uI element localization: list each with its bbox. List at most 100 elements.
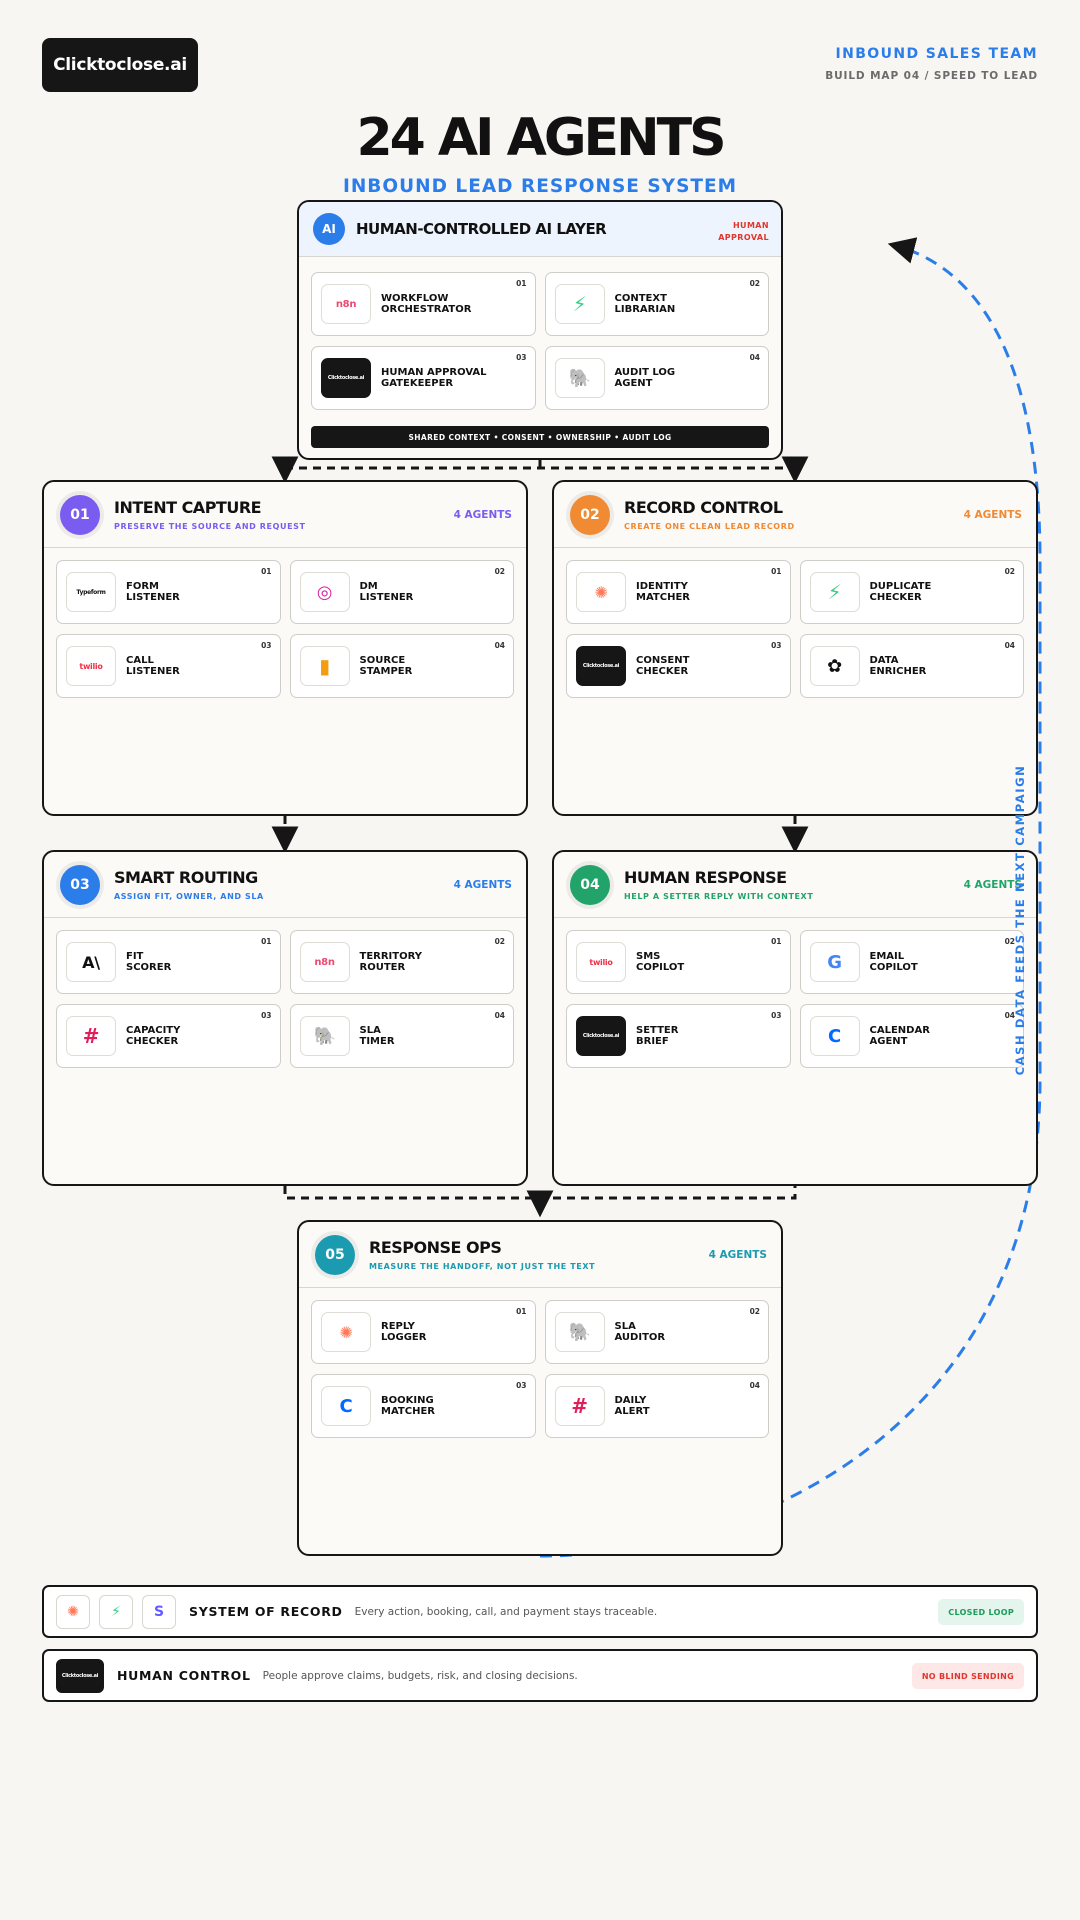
agent-card: 🐘 SLA AUDITOR 02 <box>544 1300 769 1364</box>
stage-subtitle: HELP A SETTER REPLY WITH CONTEXT <box>624 892 814 901</box>
stage-agent-count: 4 AGENTS <box>708 1249 767 1261</box>
system-of-record-label: SYSTEM OF RECORD <box>189 1604 343 1619</box>
agent-number: 04 <box>494 641 505 650</box>
agent-number: 03 <box>771 1011 782 1020</box>
agent-name: CAPACITY CHECKER <box>126 1025 181 1047</box>
agent-number: 01 <box>261 567 272 576</box>
human-approval-label: HUMAN APPROVAL <box>718 221 769 242</box>
ai-layer-title: HUMAN-CONTROLLED AI LAYER <box>356 220 607 238</box>
agent-number: 01 <box>771 937 782 946</box>
agent-name: DM LISTENER <box>359 581 414 603</box>
stage-agent-count: 4 AGENTS <box>453 879 512 891</box>
agent-name: SOURCE STAMPER <box>359 655 413 677</box>
typeform-icon: Typeform <box>66 572 116 612</box>
agent-number: 04 <box>749 1381 760 1390</box>
connector-stages-to-05 <box>283 1186 797 1212</box>
agent-name: AUDIT LOG AGENT <box>614 367 676 389</box>
agent-number: 01 <box>516 1307 527 1316</box>
n8n-icon: n8n <box>299 942 350 982</box>
page-title: 24 AI AGENTS <box>356 108 726 168</box>
agent-number: 02 <box>1004 567 1015 576</box>
agent-name: WORKFLOW ORCHESTRATOR <box>381 293 472 315</box>
agent-card: ⚡ CONTEXT LIBRARIAN 02 <box>544 272 769 336</box>
feedback-loop-label: CASH DATA FEEDS THE NEXT CAMPAIGN <box>1013 764 1027 1076</box>
google-icon: G <box>809 942 860 982</box>
stage-title: RESPONSE OPS <box>369 1238 502 1257</box>
calendly-icon: C <box>809 1016 860 1056</box>
clicktoclose-icon: Clicktoclose.ai <box>56 1658 104 1693</box>
agent-number: 03 <box>516 353 527 362</box>
agent-number: 04 <box>494 1011 505 1020</box>
agent-name: SLA TIMER <box>359 1025 395 1047</box>
human-control-description: People approve claims, budgets, risk, an… <box>262 1669 578 1682</box>
agent-name: CONTEXT LIBRARIAN <box>614 293 676 315</box>
agent-number: 03 <box>261 641 272 650</box>
clicktoclose-icon: Clicktoclose.ai <box>321 358 371 398</box>
ai-layer-panel: AI HUMAN-CONTROLLED AI LAYER HUMAN APPRO… <box>297 200 783 460</box>
stage-subtitle: ASSIGN FIT, OWNER, AND SLA <box>114 892 264 901</box>
stage-title: INTENT CAPTURE <box>114 498 262 517</box>
instagram-icon: ◎ <box>299 572 350 612</box>
agent-number: 01 <box>516 279 527 288</box>
agent-name: EMAIL COPILOT <box>869 951 918 973</box>
agent-name: SLA AUDITOR <box>614 1321 666 1343</box>
connector-ai-to-stages <box>285 460 795 470</box>
stage-title: HUMAN RESPONSE <box>624 868 787 887</box>
agent-name: HUMAN APPROVAL GATEKEEPER <box>381 367 487 389</box>
stage-number-badge: 03 <box>60 864 100 905</box>
agent-name: IDENTITY MATCHER <box>636 581 690 603</box>
supabase-bolt-icon: ⚡ <box>554 284 605 324</box>
agent-card: ✿ DATA ENRICHER 04 <box>799 634 1024 698</box>
clicktoclose-icon: Clicktoclose.ai <box>576 1016 626 1056</box>
stage-agent-count: 4 AGENTS <box>453 509 512 521</box>
agent-number: 02 <box>494 937 505 946</box>
stage-panel-human-response: 04 HUMAN RESPONSE HELP A SETTER REPLY WITH… <box>552 850 1038 1186</box>
agent-number: 01 <box>261 937 272 946</box>
agent-number: 04 <box>1004 1011 1015 1020</box>
agent-card: Clicktoclose.ai HUMAN APPROVAL GATEKEEPER… <box>311 346 536 410</box>
stage-subtitle: CREATE ONE CLEAN LEAD RECORD <box>624 522 795 531</box>
agent-name: FIT SCORER <box>126 951 172 973</box>
agent-number: 04 <box>1004 641 1015 650</box>
agent-name: CALL LISTENER <box>126 655 180 677</box>
agent-number: 02 <box>749 1307 760 1316</box>
ai-layer-header: AI HUMAN-CONTROLLED AI LAYER HUMAN APPRO… <box>299 202 781 257</box>
postgres-elephant-icon: 🐘 <box>554 1312 605 1352</box>
agent-name: BOOKING MATCHER <box>381 1395 435 1417</box>
stage-agent-count: 4 AGENTS <box>963 509 1022 521</box>
n8n-icon: n8n <box>321 284 371 324</box>
agent-number: 03 <box>261 1011 272 1020</box>
build-map-label: BUILD MAP 04 / SPEED TO LEAD <box>825 70 1038 82</box>
slack-icon: # <box>66 1016 116 1056</box>
header-meta: INBOUND SALES TEAM BUILD MAP 04 / SPEED … <box>825 46 1038 82</box>
human-control-label: HUMAN CONTROL <box>117 1668 251 1683</box>
stage-title: RECORD CONTROL <box>624 498 783 517</box>
openai-icon: ✿ <box>809 646 860 686</box>
calendly-icon: C <box>321 1386 371 1426</box>
system-of-record-bar: ✺ ⚡ S SYSTEM OF RECORD Every action, boo… <box>42 1585 1038 1638</box>
stage-subtitle: MEASURE THE HANDOFF, NOT JUST THE TEXT <box>369 1262 596 1271</box>
agent-number: 04 <box>749 353 760 362</box>
agent-number: 02 <box>749 279 760 288</box>
agent-name: DATA ENRICHER <box>869 655 927 677</box>
no-blind-sending-badge: NO BLIND SENDING <box>911 1663 1024 1689</box>
